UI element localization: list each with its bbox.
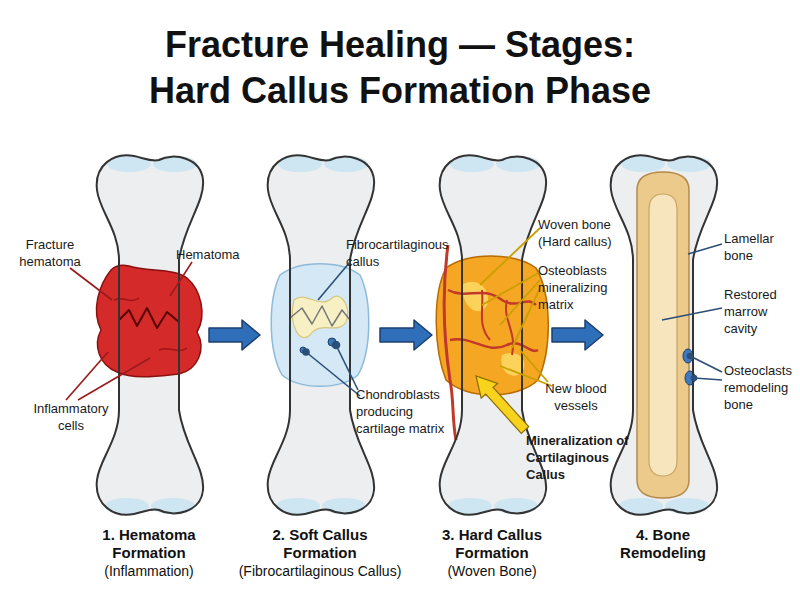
bone-detail — [683, 349, 693, 363]
stage-subtitle: (Fibrocartilaginous Callus) — [205, 562, 435, 580]
part-label: Chondroblasts producing cartilage matrix — [356, 386, 458, 437]
cartilage-cap — [667, 156, 711, 172]
stage-caption: 1. Hematoma Formation(Inflammation) — [34, 526, 264, 580]
leader-line — [170, 262, 192, 296]
leader-line — [70, 268, 112, 300]
bone-outline — [611, 155, 717, 514]
bone-detail — [637, 172, 689, 498]
stage-name: 1. Hematoma Formation — [83, 526, 215, 562]
bone-detail — [450, 339, 538, 351]
bone-stage: 1. Hematoma Formation(Inflammation) — [89, 150, 209, 520]
stage-name: 4. Bone Remodeling — [597, 526, 729, 562]
bone-shape — [260, 150, 380, 520]
leader-dot — [692, 376, 697, 381]
cartilage-cap — [665, 498, 709, 514]
bone-fill — [611, 155, 717, 514]
cartilage-cap — [324, 156, 368, 172]
cartilage-cap — [322, 498, 366, 514]
stage-arrow — [209, 320, 260, 350]
leader-line — [306, 352, 360, 396]
cartilage-cap — [153, 156, 197, 172]
leader-line — [688, 244, 722, 254]
bone-shape — [603, 150, 723, 520]
pointer-arrow — [476, 376, 529, 433]
bone-detail — [444, 245, 456, 440]
bone-detail — [290, 306, 350, 326]
part-label: Lamellar bone — [724, 230, 788, 264]
stage-name: 2. Soft Callus Formation — [254, 526, 386, 562]
bone-outline — [97, 155, 203, 514]
stage-caption: 4. Bone Remodeling — [548, 526, 778, 562]
bone-detail — [482, 290, 490, 340]
part-label: Woven bone (Hard callus) — [538, 216, 618, 250]
stage-arrow — [380, 320, 432, 350]
bone-detail — [501, 353, 524, 376]
bone-fill — [97, 155, 203, 514]
stage-subtitle: (Inflammation) — [34, 562, 264, 580]
bone-outline — [268, 155, 374, 514]
leader-line — [662, 308, 722, 320]
part-label: Restored marrow cavity — [724, 286, 788, 337]
part-label: Inflammatory cells — [26, 400, 116, 434]
leader-line — [520, 350, 548, 382]
stage-subtitle: (Woven Bone) — [377, 562, 607, 580]
cartilage-cap — [151, 498, 195, 514]
leader-dot — [333, 342, 340, 349]
part-label: Osteoblasts mineralizing matrix — [538, 262, 620, 313]
stage-caption: 3. Hard Callus Formation(Woven Bone) — [377, 526, 607, 580]
bone-detail — [436, 256, 548, 395]
bone-detail — [649, 194, 677, 476]
leader-line — [694, 378, 722, 380]
leader-dot — [688, 354, 693, 359]
stage-arrow — [552, 320, 603, 350]
leader-line — [512, 288, 540, 348]
bone-fill — [268, 155, 374, 514]
cartilage-cap — [494, 498, 538, 514]
stage-caption: 2. Soft Callus Formation(Fibrocartilagin… — [205, 526, 435, 580]
leader-line — [500, 366, 552, 386]
part-label: Hematoma — [176, 246, 246, 263]
diagram-title: Fracture Healing — Stages: Hard Callus F… — [130, 22, 670, 114]
bone-detail — [114, 298, 139, 301]
leader-line — [318, 262, 350, 300]
part-label: Mineralization of Cartilaginous Callus — [526, 432, 638, 483]
stage-name: 3. Hard Callus Formation — [426, 526, 558, 562]
bone-detail — [119, 308, 179, 328]
part-label: Fibrocartilaginous callus — [346, 236, 461, 270]
leader-line — [66, 352, 108, 400]
bone-shape — [89, 150, 209, 520]
leader-dot — [303, 349, 309, 355]
bone-detail — [96, 265, 201, 377]
cartilage-cap — [496, 156, 540, 172]
part-label: Fracture hematoma — [14, 236, 86, 270]
bone-detail — [462, 282, 488, 311]
leader-line — [78, 358, 150, 400]
part-label: Osteoclasts remodeling bone — [724, 362, 796, 413]
bone-detail — [292, 296, 347, 337]
bone-stage: 4. Bone Remodeling — [603, 150, 723, 520]
bone-detail — [271, 264, 369, 387]
leader-line — [336, 345, 358, 390]
bone-detail — [159, 348, 187, 351]
bone-stage: 2. Soft Callus Formation(Fibrocartilagin… — [260, 150, 380, 520]
part-label: New blood vessels — [540, 380, 612, 414]
leader-line — [690, 356, 722, 372]
